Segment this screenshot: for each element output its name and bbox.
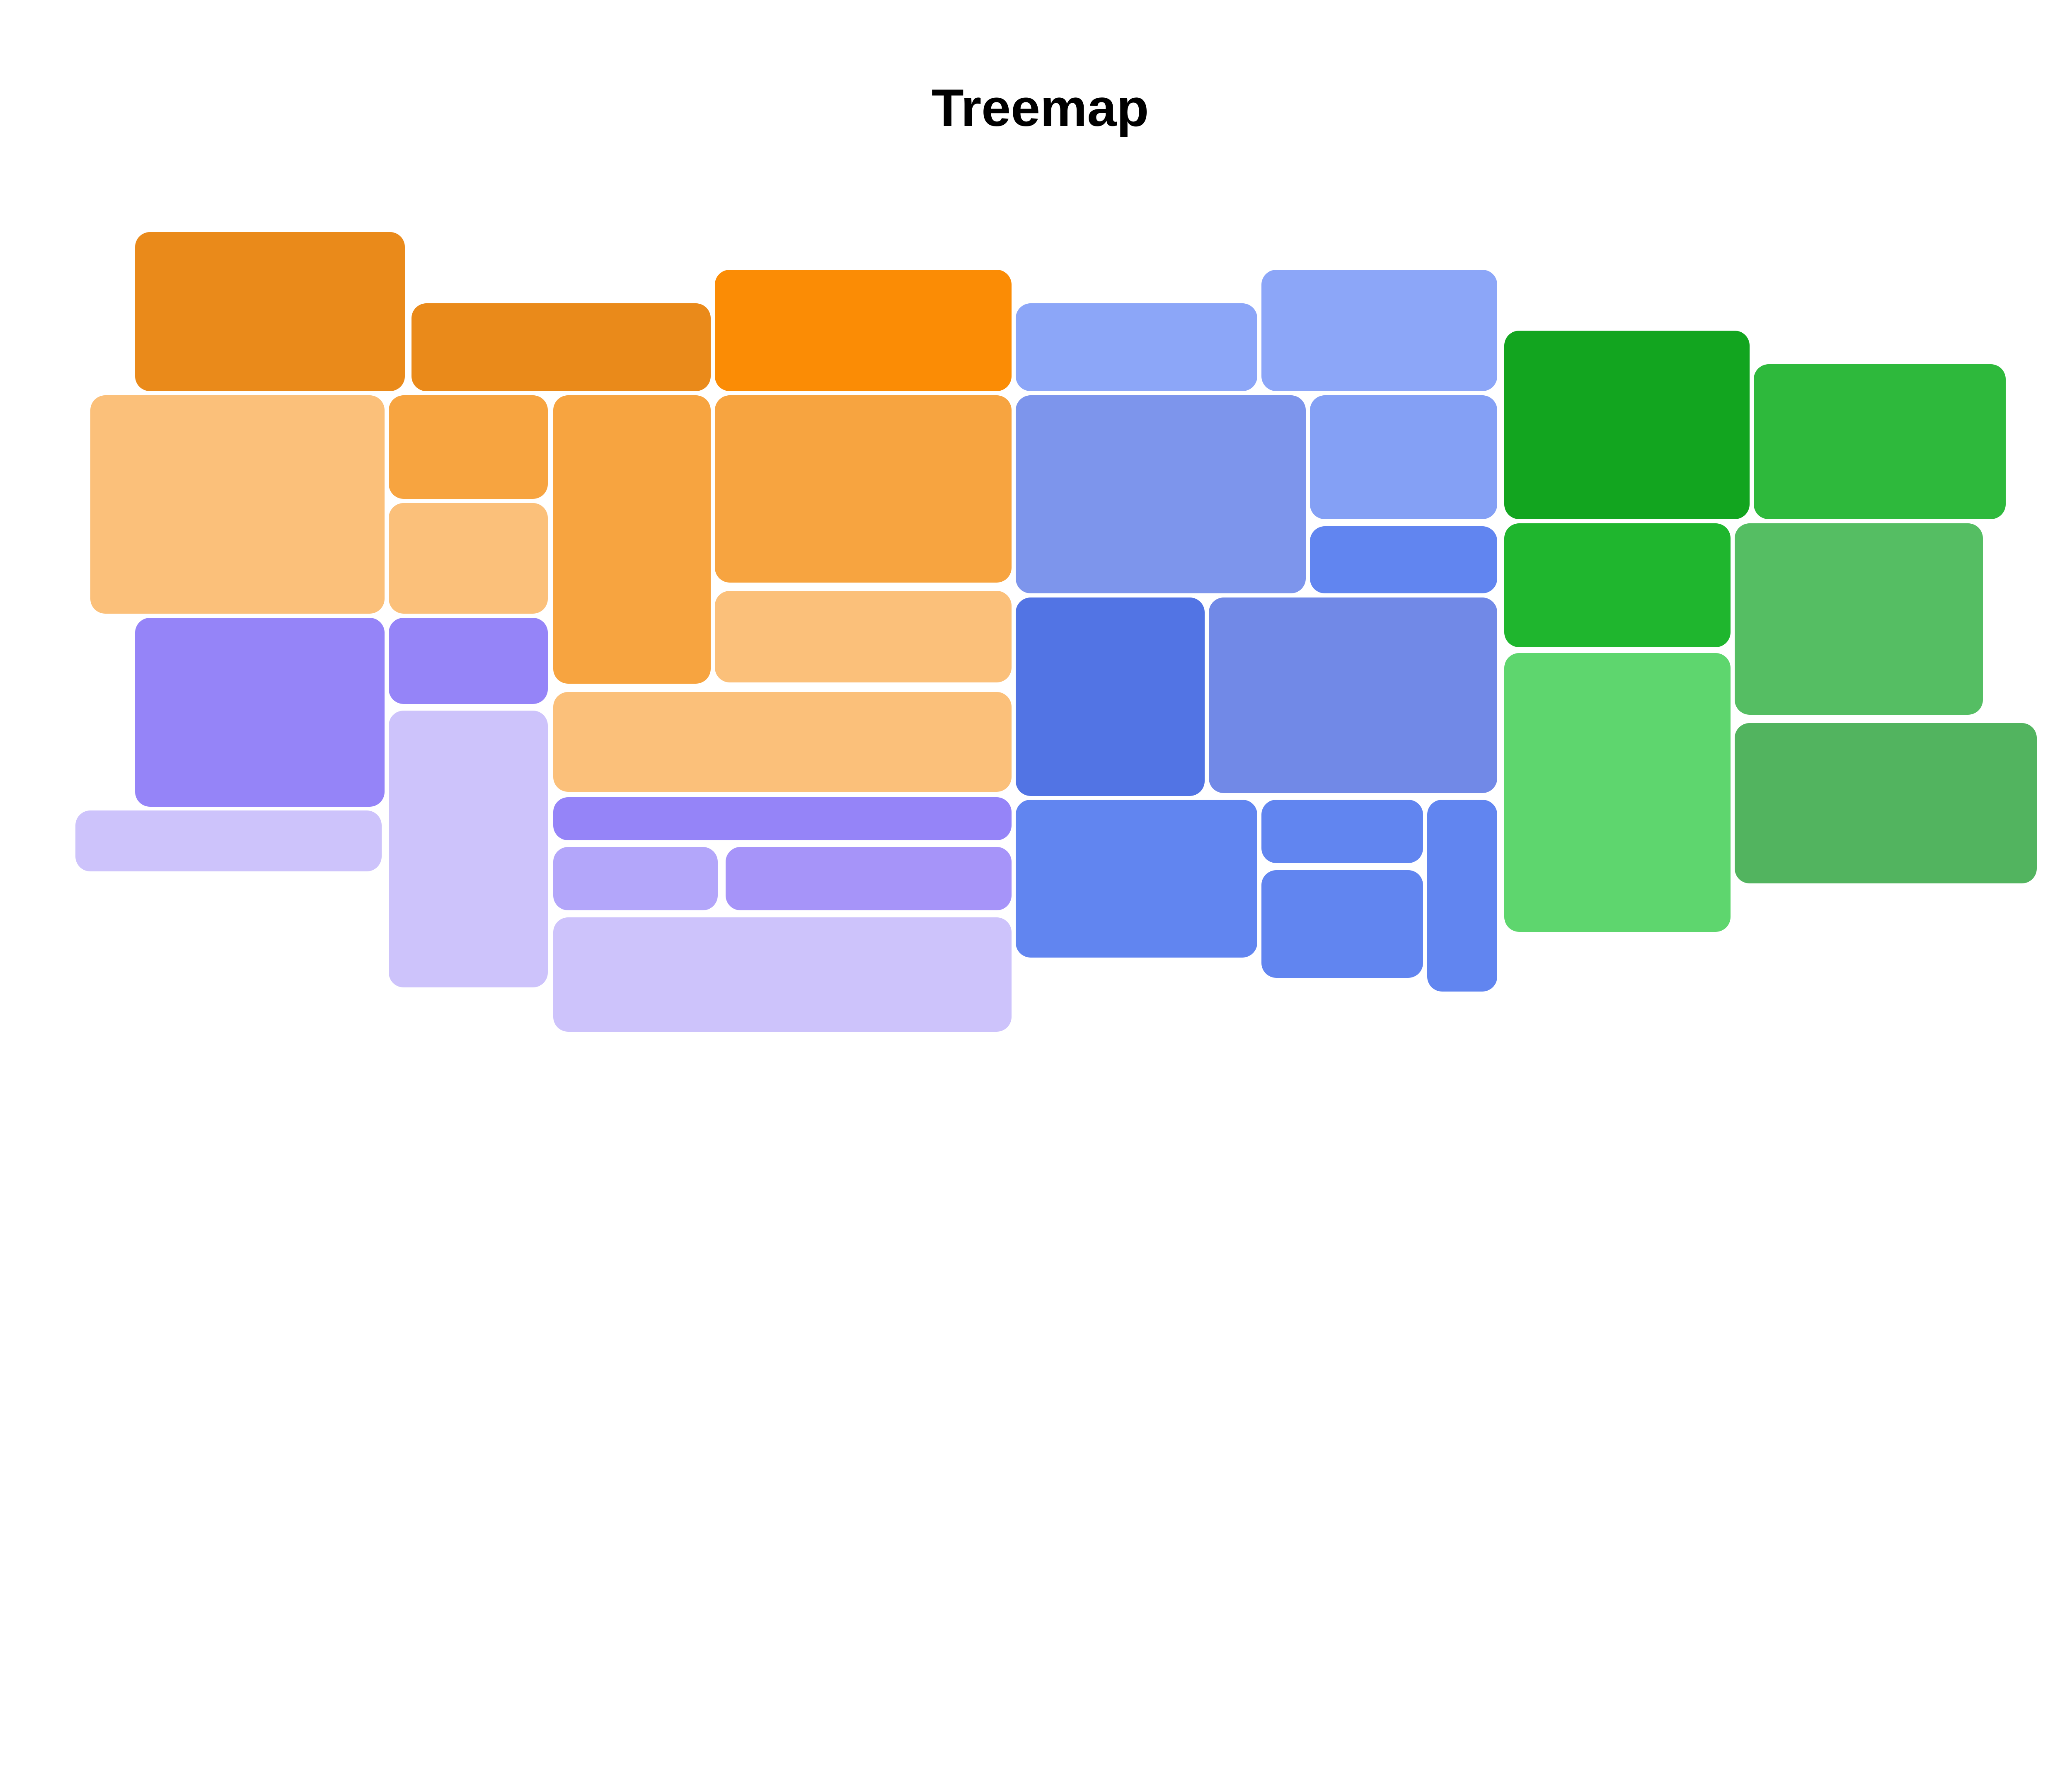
treemap-node-b05[interactable] — [1310, 526, 1498, 594]
treemap-node-b04[interactable] — [1310, 395, 1498, 520]
treemap-node-p07[interactable] — [726, 847, 1012, 911]
treemap-node-g03[interactable] — [1504, 523, 1731, 648]
treemap-chart: Treemap — [75, 79, 2037, 1032]
treemap-node-p05[interactable] — [553, 797, 1012, 840]
treemap-node-b10[interactable] — [1261, 870, 1423, 978]
treemap-node-p06[interactable] — [553, 847, 718, 911]
treemap-node-o05[interactable] — [388, 395, 548, 499]
treemap-node-o03[interactable] — [715, 270, 1012, 391]
treemap-node-o04[interactable] — [90, 395, 385, 614]
treemap-node-o01[interactable] — [135, 232, 405, 391]
chart-title: Treemap — [931, 79, 1149, 138]
treemap-node-o02[interactable] — [411, 303, 711, 391]
treemap-node-p03[interactable] — [75, 810, 382, 871]
treemap-node-g01[interactable] — [1504, 330, 1750, 520]
treemap-node-g02[interactable] — [1753, 364, 2006, 520]
treemap-node-b11[interactable] — [1427, 800, 1498, 992]
treemap-node-b09[interactable] — [1261, 800, 1423, 864]
treemap-node-b08[interactable] — [1016, 800, 1257, 958]
treemap-node-p08[interactable] — [553, 917, 1012, 1032]
treemap-node-o06[interactable] — [388, 503, 548, 614]
treemap-node-b03[interactable] — [1016, 395, 1306, 594]
treemap-node-b02[interactable] — [1261, 270, 1498, 391]
treemap-node-p04[interactable] — [388, 711, 548, 987]
treemap-node-b06[interactable] — [1016, 597, 1205, 796]
treemap-node-p01[interactable] — [135, 617, 385, 807]
treemap-node-g05[interactable] — [1504, 653, 1731, 932]
treemap-node-p02[interactable] — [388, 617, 548, 704]
treemap — [75, 232, 2037, 1032]
treemap-node-o10[interactable] — [553, 692, 1012, 792]
treemap-node-b07[interactable] — [1208, 597, 1498, 793]
treemap-node-o08[interactable] — [715, 395, 1012, 583]
treemap-node-g06[interactable] — [1735, 723, 2037, 884]
treemap-node-g04[interactable] — [1735, 523, 1983, 715]
treemap-node-b01[interactable] — [1016, 303, 1257, 391]
treemap-node-o07[interactable] — [553, 395, 711, 684]
treemap-node-o09[interactable] — [715, 590, 1012, 683]
